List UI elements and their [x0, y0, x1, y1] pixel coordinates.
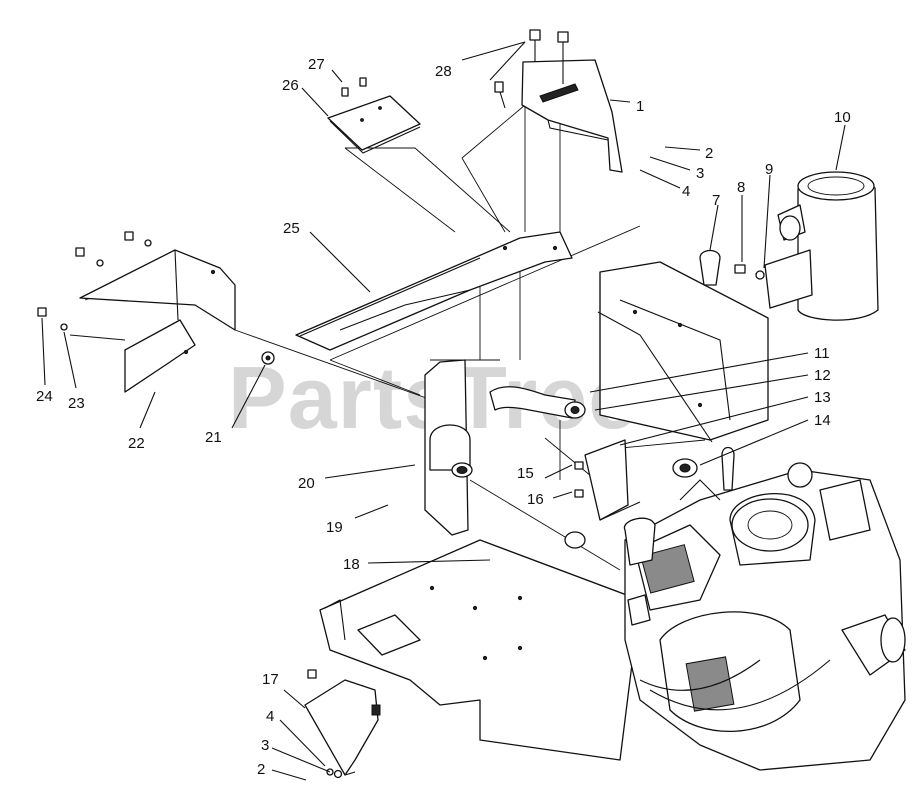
callout-10: 10: [834, 109, 851, 126]
callout-13: 13: [814, 389, 831, 406]
top-bracket: [494, 29, 623, 173]
callout-labels: 1 2 3 4 7 8 9 10 11 12 13 14 15 16 17 4 …: [36, 56, 851, 778]
exhaust-pipe: [261, 351, 586, 536]
callout-4: 4: [682, 183, 690, 200]
long-plate: [295, 231, 573, 351]
callout-3: 3: [696, 165, 704, 182]
left-heat-shield: [37, 231, 236, 393]
callout-19: 19: [326, 519, 343, 536]
callout-2-lower: 2: [257, 761, 265, 778]
callout-28: 28: [435, 63, 452, 80]
callout-1: 1: [636, 98, 644, 115]
engine-assembly: [623, 462, 906, 771]
callout-17: 17: [262, 671, 279, 688]
air-cleaner: [699, 171, 879, 321]
callout-14: 14: [814, 412, 831, 429]
callout-3-lower: 3: [261, 737, 269, 754]
callout-11: 11: [814, 345, 830, 362]
callout-20: 20: [298, 475, 315, 492]
callout-leaders: [41, 41, 846, 781]
bracket-13: [564, 439, 735, 549]
callout-23: 23: [68, 395, 85, 412]
callout-24: 24: [36, 388, 53, 405]
callout-12: 12: [814, 367, 831, 384]
cover-plate: [327, 77, 421, 154]
callout-9: 9: [765, 161, 773, 178]
callout-8: 8: [737, 179, 745, 196]
callout-25: 25: [283, 220, 300, 237]
callout-7: 7: [712, 192, 720, 209]
callout-16: 16: [527, 491, 544, 508]
callout-22: 22: [128, 435, 145, 452]
right-frame-box: [597, 261, 769, 443]
callout-27: 27: [308, 56, 325, 73]
small-bracket-17: [304, 669, 381, 779]
callout-2: 2: [705, 145, 713, 162]
callout-26: 26: [282, 77, 299, 94]
callout-21: 21: [205, 429, 222, 446]
callout-18: 18: [343, 556, 360, 573]
callout-15: 15: [517, 465, 534, 482]
callout-4-lower: 4: [266, 708, 274, 725]
base-deck: [319, 539, 641, 761]
